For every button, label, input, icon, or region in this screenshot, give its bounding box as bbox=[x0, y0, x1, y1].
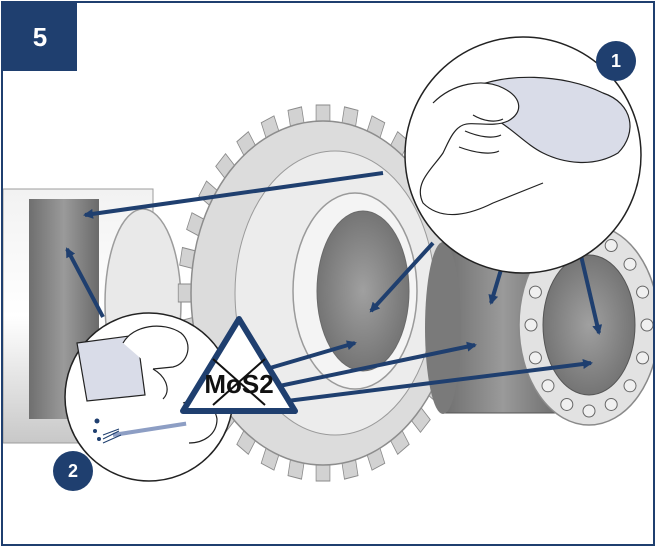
arrow-lube-sleeve bbox=[264, 341, 477, 391]
flange-bolt bbox=[604, 239, 618, 253]
flange-bolt bbox=[528, 285, 542, 299]
callout-lube: 2 bbox=[53, 312, 234, 491]
warning-label: MoS2 bbox=[204, 369, 273, 399]
flange-bolt bbox=[560, 397, 574, 411]
arrow-to-gear-bore bbox=[369, 241, 435, 313]
assembly-illustration: 1 2 MoS2 bbox=[3, 36, 653, 491]
flange-bolt bbox=[636, 351, 650, 365]
no-mos2-warning-icon: MoS2 bbox=[180, 316, 298, 414]
flange-bolt bbox=[582, 404, 596, 418]
flange-bolt bbox=[640, 318, 653, 332]
lubricant-drop-icon bbox=[76, 325, 218, 444]
step-number-badge: 5 bbox=[3, 3, 77, 71]
callout-number-2: 2 bbox=[68, 461, 78, 481]
arrow-to-shaft bbox=[83, 171, 384, 219]
flange-bolt bbox=[528, 351, 542, 365]
wipe-hand-icon bbox=[419, 76, 631, 216]
cleaning-arrows bbox=[65, 171, 603, 405]
arrow-lube-shaft bbox=[65, 247, 105, 318]
flange-bolt bbox=[604, 397, 618, 411]
flange-bolt bbox=[541, 379, 555, 393]
flange-bolt bbox=[524, 318, 538, 332]
flange-bolt bbox=[636, 285, 650, 299]
callout-wipe: 1 bbox=[404, 36, 642, 274]
arrow-lube-flange bbox=[270, 359, 593, 405]
flange-bolt bbox=[623, 379, 637, 393]
gear-bore bbox=[316, 210, 410, 372]
arrow-to-flange-bore bbox=[577, 246, 603, 335]
callout-number-1: 1 bbox=[611, 51, 621, 71]
flange-bolt bbox=[623, 257, 637, 271]
flange-bore bbox=[542, 254, 636, 396]
